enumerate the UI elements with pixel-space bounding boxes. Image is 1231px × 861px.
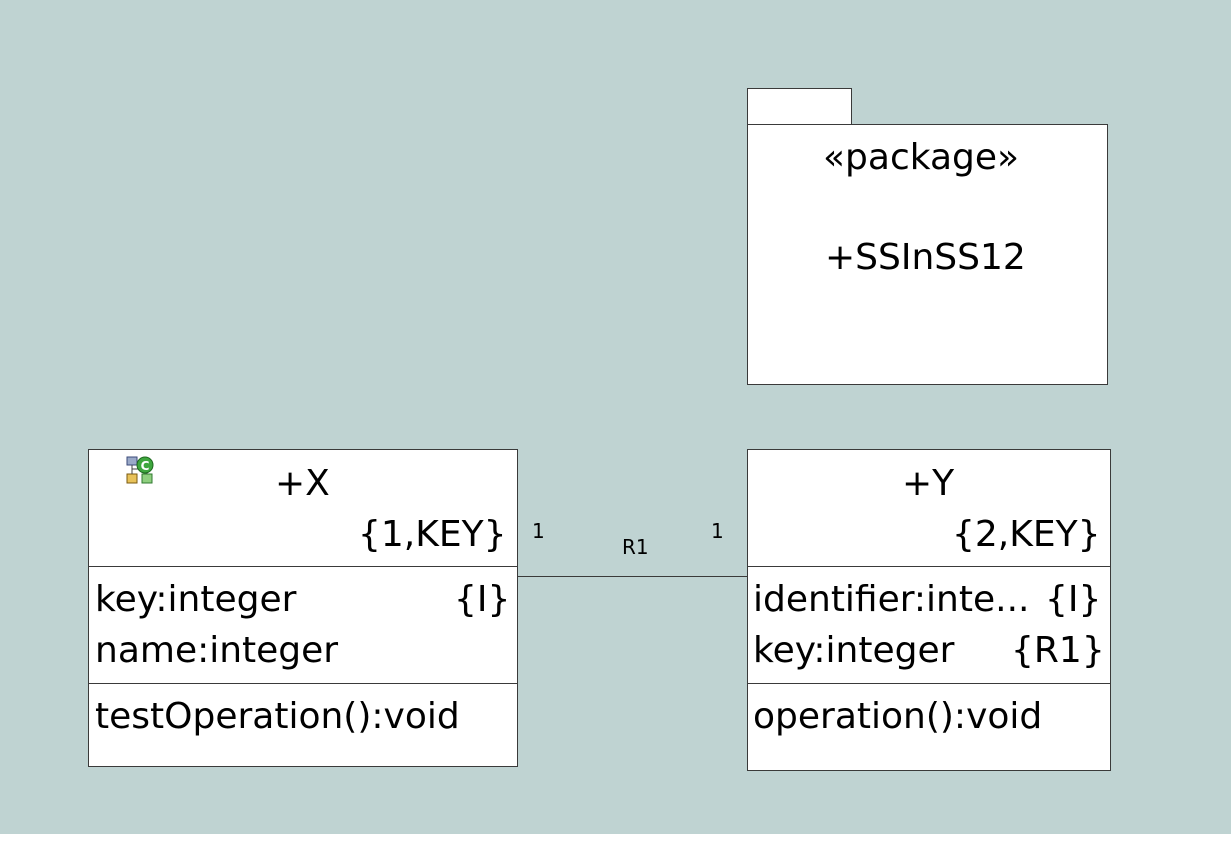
class-x-attribute-tag: {I} <box>454 579 511 620</box>
class-x-constraint: {1,KEY} <box>358 514 507 555</box>
package-shape[interactable] <box>747 124 1108 385</box>
association-label: R1 <box>622 535 649 559</box>
package-name: +SSInSS12 <box>825 237 1026 278</box>
class-y-constraint: {2,KEY} <box>952 514 1101 555</box>
class-y-attribute-tag: {I} <box>1045 579 1102 620</box>
class-x-name: +X <box>275 463 330 504</box>
class-y-shape[interactable] <box>747 449 1111 771</box>
class-y-attribute-tag: {R1} <box>1011 630 1105 671</box>
class-y-attr-divider <box>747 683 1111 684</box>
multiplicity-y: 1 <box>711 519 724 543</box>
class-y-attribute[interactable]: identifier:inte... <box>753 579 1030 620</box>
package-stereotype: «package» <box>823 137 1020 178</box>
multiplicity-x: 1 <box>532 519 545 543</box>
diagram-canvas[interactable]: «package» +SSInSS12 C +X {1,KEY} key:int… <box>0 0 1231 834</box>
svg-text:C: C <box>141 459 150 473</box>
class-y-name-divider <box>747 566 1111 567</box>
class-c-icon: C <box>126 456 154 484</box>
class-x-shape[interactable] <box>88 449 518 767</box>
class-x-operation[interactable]: testOperation():void <box>95 696 460 737</box>
class-x-attr-divider <box>88 683 518 684</box>
package-tab[interactable] <box>747 88 852 126</box>
class-x-name-divider <box>88 566 518 567</box>
class-x-attribute[interactable]: name:integer <box>95 630 339 671</box>
class-y-name: +Y <box>902 463 955 504</box>
class-x-attribute[interactable]: key:integer <box>95 579 297 620</box>
class-y-attribute[interactable]: key:integer <box>753 630 955 671</box>
association-r1-line[interactable] <box>518 576 747 577</box>
class-y-operation[interactable]: operation():void <box>753 696 1043 737</box>
